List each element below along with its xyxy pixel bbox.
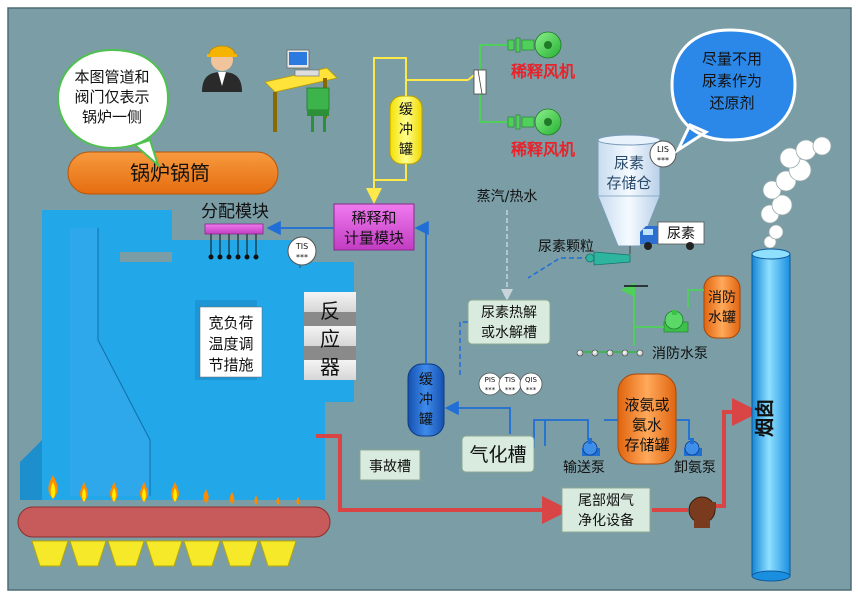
svg-text:尿素: 尿素 (614, 154, 644, 172)
svg-text:罐: 罐 (399, 142, 413, 158)
fire-pump-label: 消防水泵 (652, 346, 708, 362)
svg-text:节措施: 节措施 (208, 356, 253, 374)
analyzer-indicators: PIS *** TIS *** QIS *** (478, 372, 543, 396)
svg-text:锅炉一侧: 锅炉一侧 (82, 108, 142, 126)
reactor: 反 应 器 (304, 292, 356, 380)
hydrolysis-tank: 尿素热解 或水解槽 (467, 299, 551, 345)
svg-text:***: *** (505, 386, 516, 394)
svg-text:罐: 罐 (419, 412, 433, 428)
reactor-label-2: 应 (320, 327, 340, 351)
svg-text:稀释和: 稀释和 (351, 209, 396, 227)
boiler-drum: 锅炉锅筒 (67, 151, 279, 195)
svg-text:***: *** (296, 253, 308, 262)
svg-text:冲: 冲 (399, 122, 413, 138)
svg-text:消防: 消防 (708, 290, 736, 306)
svg-text:TIS: TIS (504, 376, 516, 384)
tis-indicator-boiler: TIS *** (287, 236, 317, 268)
furnace-grate (17, 506, 331, 538)
hydrolysis-to-buffer (459, 321, 468, 376)
unload-pump-label: 卸氨泵 (674, 460, 716, 476)
svg-text:温度调: 温度调 (208, 335, 253, 353)
svg-text:阀门仅表示: 阀门仅表示 (74, 88, 149, 106)
smoke-icon (760, 136, 832, 249)
svg-text:氨水: 氨水 (632, 416, 662, 434)
steam-water-label: 蒸汽/热水 (477, 189, 538, 205)
urea-granules-label: 尿素颗粒 (538, 239, 594, 255)
reactor-label-1: 反 (320, 299, 340, 323)
buffer-tank-lower: 缓 冲 罐 (407, 363, 445, 437)
note-bubble-urea: 尽量不用 尿素作为 还原剂 (670, 28, 797, 155)
svg-text:或水解槽: 或水解槽 (481, 325, 537, 341)
svg-text:存储罐: 存储罐 (624, 436, 669, 454)
accident-tank: 事故槽 (359, 449, 421, 481)
svg-text:锅炉锅筒: 锅炉锅筒 (130, 161, 210, 185)
svg-text:计量模块: 计量模块 (344, 229, 404, 247)
svg-text:尿素热解: 尿素热解 (481, 305, 537, 321)
svg-text:分配模块: 分配模块 (201, 202, 269, 222)
svg-text:净化设备: 净化设备 (578, 512, 634, 529)
svg-text:存储仓: 存储仓 (606, 174, 651, 192)
pump-icon (582, 310, 702, 456)
svg-text:本图管道和: 本图管道和 (74, 68, 149, 86)
truck-icon: 尿素 (640, 221, 705, 250)
svg-text:缓: 缓 (399, 102, 413, 118)
svg-text:PIS: PIS (485, 376, 496, 384)
dilution-fan-label-1: 稀释风机 (511, 62, 575, 81)
flue-gas-line (316, 398, 760, 524)
induced-draft-fan (688, 496, 716, 528)
svg-text:***: *** (526, 386, 537, 394)
svg-text:***: *** (485, 386, 496, 394)
distribution-module: 分配模块 (201, 202, 269, 260)
svg-text:事故槽: 事故槽 (369, 459, 411, 475)
dilution-metering-module: 稀释和 计量模块 (333, 203, 415, 251)
svg-text:QIS: QIS (525, 376, 538, 384)
svg-text:烟囱: 烟囱 (753, 399, 776, 437)
fire-sprinkler-dots (576, 349, 644, 357)
dilution-fan-label-2: 稀释风机 (511, 140, 575, 159)
fire-water-tank: 消防 水罐 (703, 275, 741, 339)
chimney: 烟囱 (751, 248, 791, 582)
lis-indicator: LIS *** (649, 140, 677, 168)
svg-text:尾部烟气: 尾部烟气 (578, 493, 634, 509)
svg-text:尿素: 尿素 (667, 226, 695, 242)
ash-hoppers (31, 540, 297, 567)
screw-feeder (585, 251, 631, 266)
buffer-tank-top: 缓 冲 罐 (389, 95, 423, 165)
svg-text:液氨或: 液氨或 (624, 396, 669, 414)
flame-icon (48, 475, 300, 505)
vaporizer-tank: 气化槽 (461, 435, 535, 473)
fan-icon (507, 31, 562, 136)
svg-text:尽量不用: 尽量不用 (702, 50, 762, 68)
svg-text:TIS: TIS (295, 242, 308, 251)
svg-text:缓: 缓 (419, 372, 433, 388)
svg-text:还原剂: 还原剂 (709, 94, 754, 112)
urea-silo: 尿素 存储仓 (597, 134, 661, 247)
svg-text:尿素作为: 尿素作为 (702, 72, 762, 90)
engineer-icon (202, 45, 242, 92)
reactor-label-3: 器 (320, 355, 340, 379)
svg-text:***: *** (657, 156, 669, 165)
svg-text:气化槽: 气化槽 (469, 444, 526, 466)
tail-gas-cleaner: 尾部烟气 净化设备 (561, 487, 651, 533)
svg-text:LIS: LIS (657, 145, 669, 154)
wide-load-box: 宽负荷 温度调 节措施 (199, 306, 263, 378)
svg-text:宽负荷: 宽负荷 (208, 314, 253, 332)
workstation-icon (264, 49, 338, 132)
transfer-pump-label: 输送泵 (563, 460, 605, 476)
svg-text:冲: 冲 (419, 392, 433, 408)
ammonia-storage-tank: 液氨或 氨水 存储罐 (617, 373, 677, 465)
note-bubble-pipes: 本图管道和 阀门仅表示 锅炉一侧 (56, 48, 170, 169)
svg-text:水罐: 水罐 (708, 310, 736, 326)
